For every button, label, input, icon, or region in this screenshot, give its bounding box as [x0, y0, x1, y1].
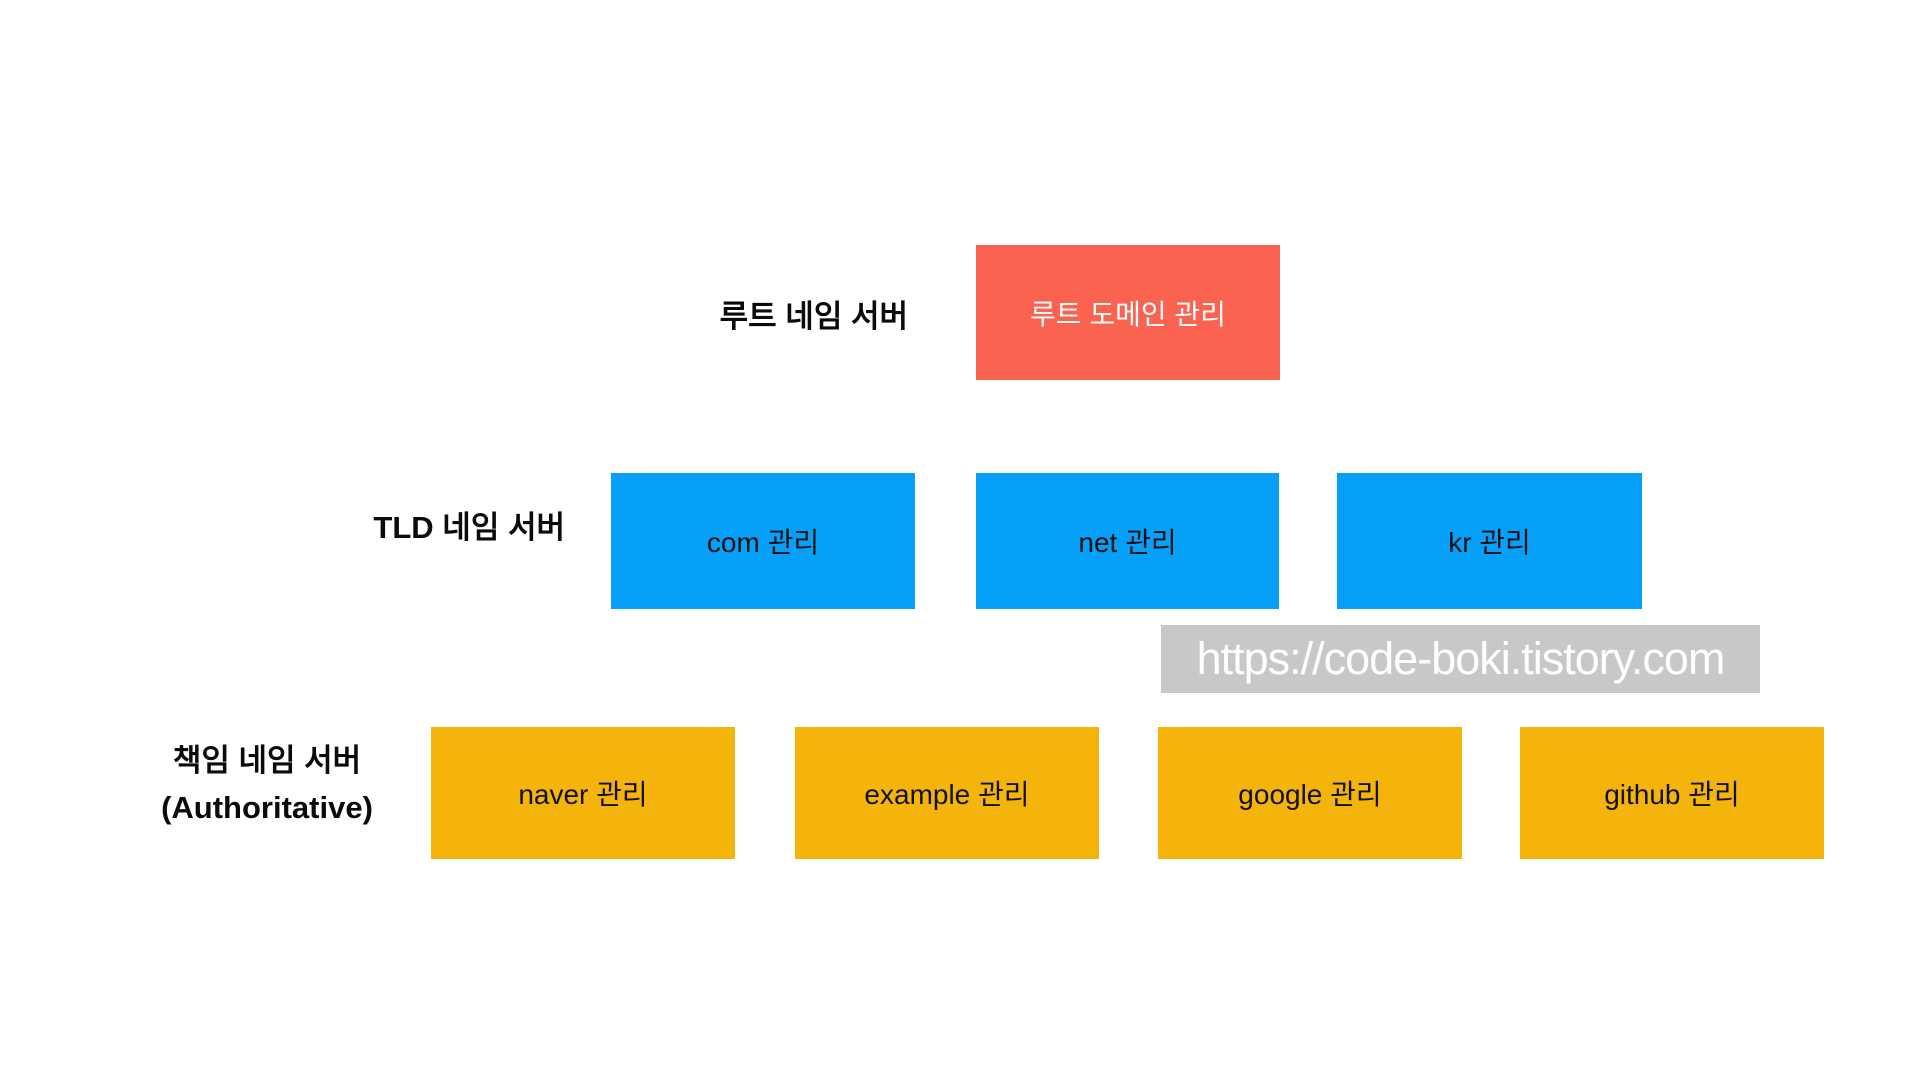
box-github-text: github 관리: [1604, 779, 1740, 810]
root-row-label: 루트 네임 서버: [719, 299, 908, 334]
authoritative-row-label: 책임 네임 서버 (Authoritative): [87, 737, 447, 831]
watermark-url: https://code-boki.tistory.com: [1161, 625, 1760, 693]
box-github: github 관리: [1520, 727, 1824, 859]
box-com-text: com 관리: [706, 527, 820, 558]
box-net: net 관리: [976, 473, 1279, 609]
tld-row-label: TLD 네임 서버: [373, 510, 565, 545]
box-com: com 관리: [611, 473, 915, 609]
box-example-text: example 관리: [864, 779, 1030, 810]
authoritative-row-label-line1: 책임 네임 서버: [172, 743, 362, 778]
box-net-text: net 관리: [1078, 527, 1177, 558]
box-google-text: google 관리: [1238, 779, 1382, 810]
box-kr-text: kr 관리: [1448, 527, 1531, 558]
authoritative-row-label-line2: (Authoritative): [161, 790, 373, 825]
box-naver-text: naver 관리: [518, 779, 648, 810]
box-naver: naver 관리: [431, 727, 735, 859]
box-root-domain: 루트 도메인 관리: [976, 245, 1280, 380]
box-google: google 관리: [1158, 727, 1462, 859]
box-example: example 관리: [795, 727, 1099, 859]
box-root-domain-text: 루트 도메인 관리: [1030, 298, 1226, 330]
box-kr: kr 관리: [1337, 473, 1642, 609]
